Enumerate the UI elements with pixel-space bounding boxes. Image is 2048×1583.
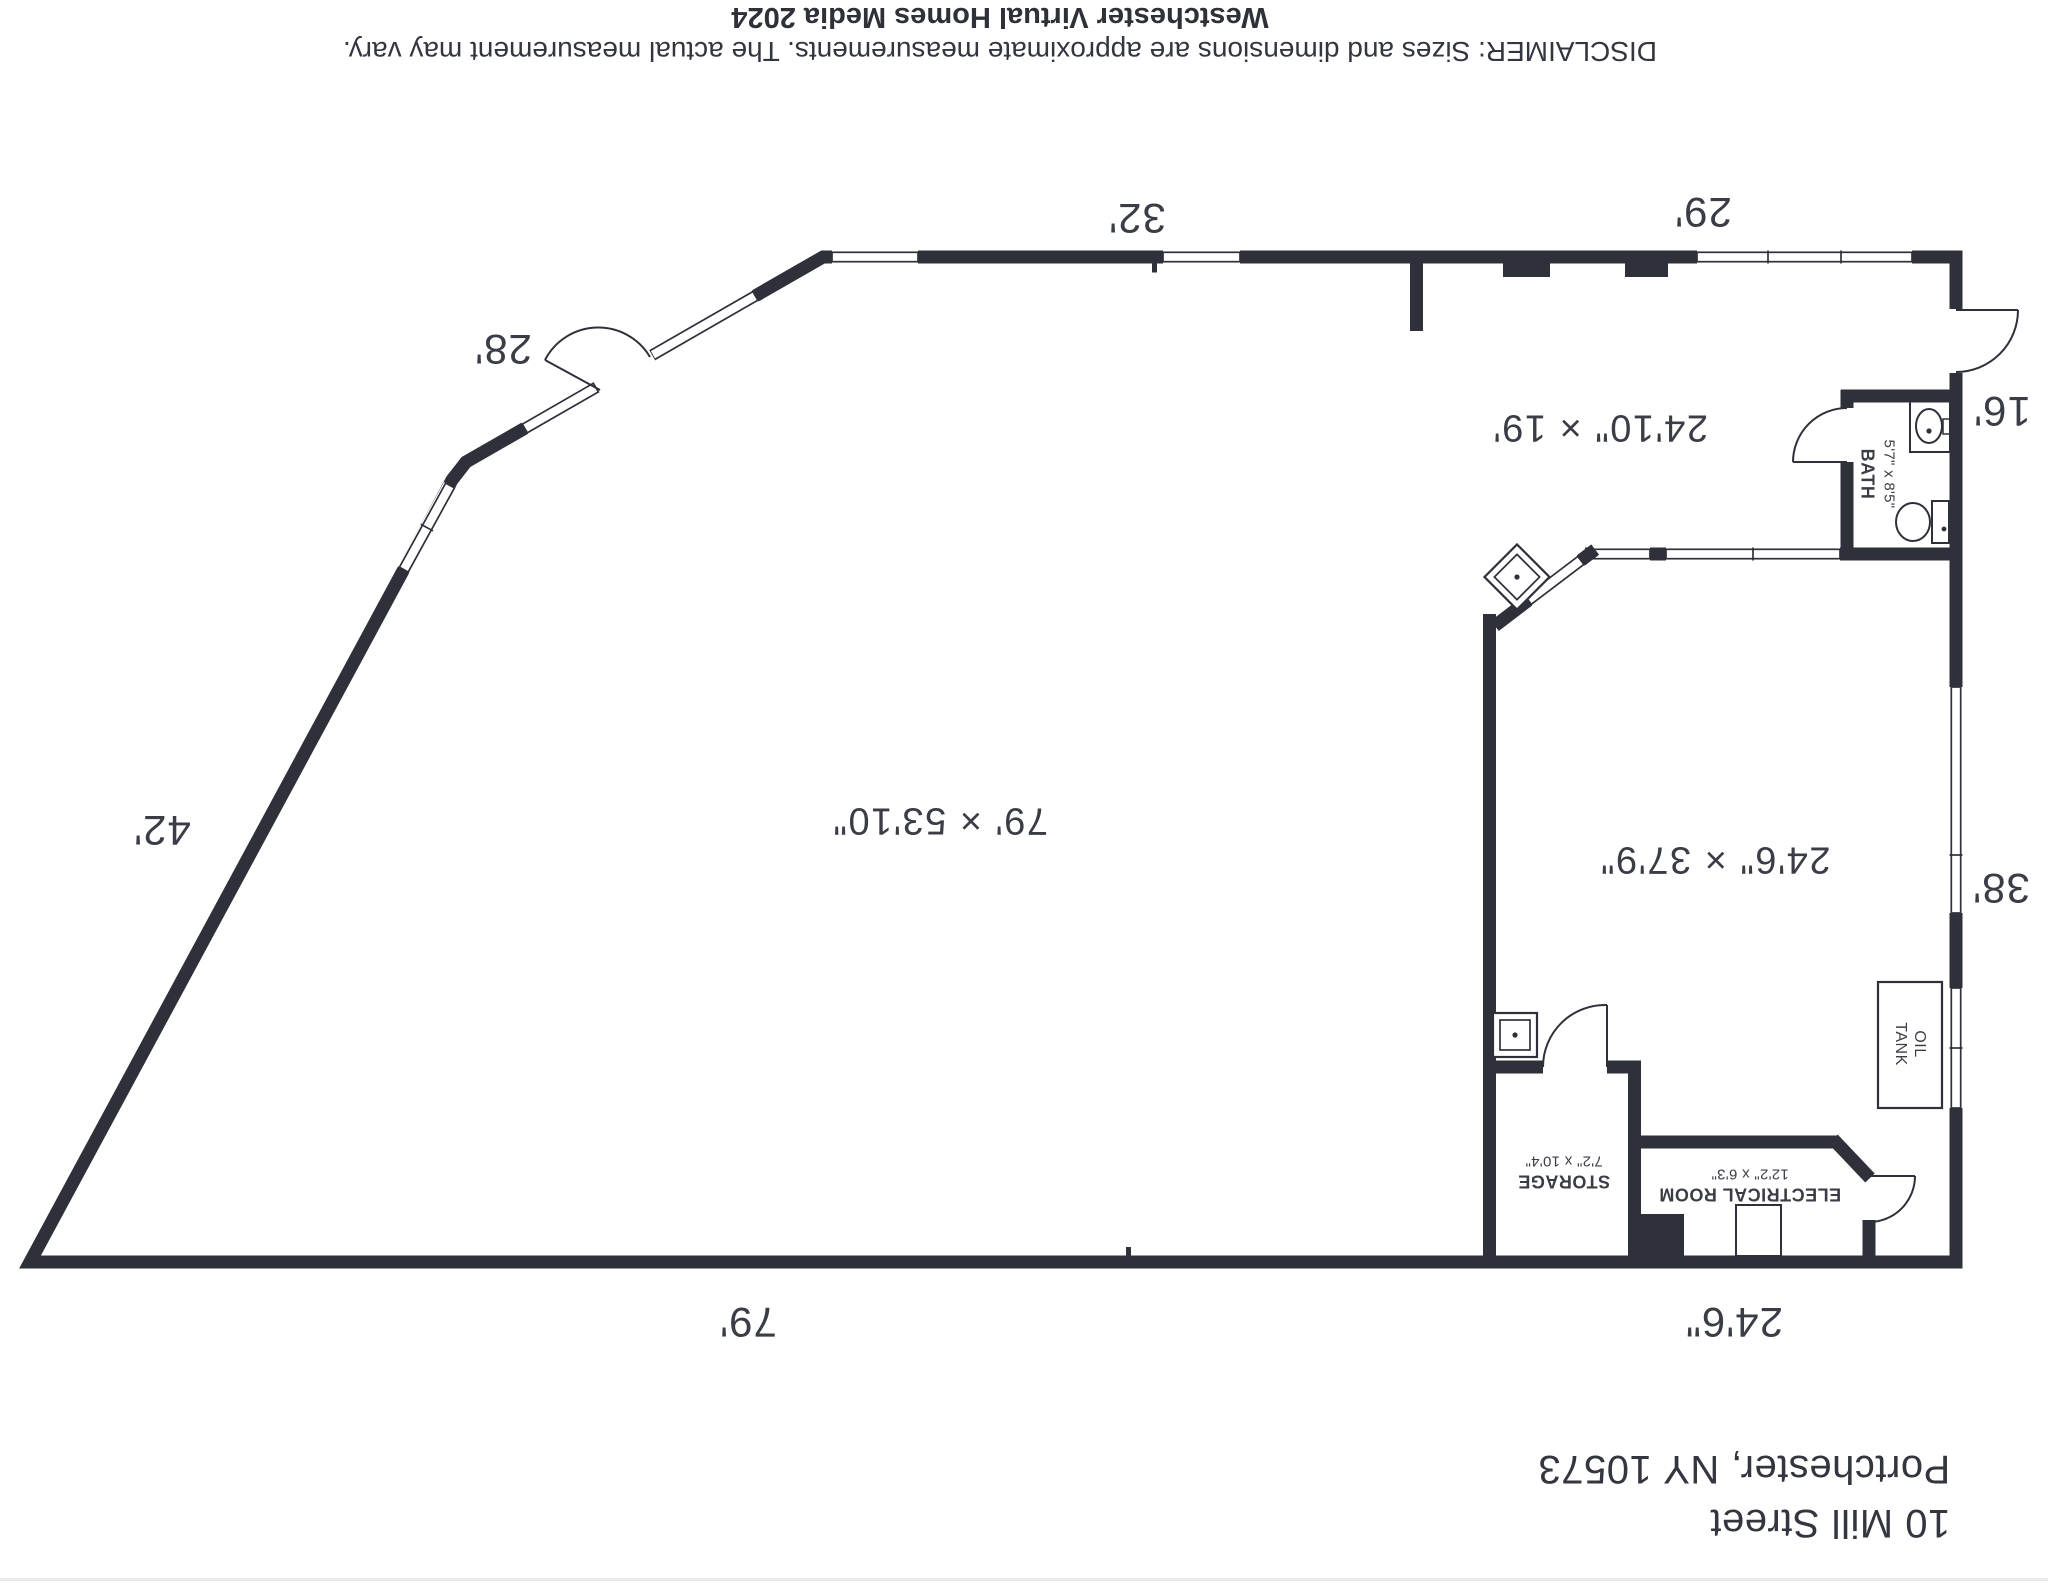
image-bottom-edge [0, 1578, 2048, 1581]
window [1162, 250, 1241, 264]
door-arc [1542, 1003, 1608, 1068]
door-opening [592, 348, 656, 395]
door-arc [544, 326, 651, 391]
oil-tank-icon [1876, 980, 1944, 1110]
window [1696, 250, 1913, 264]
door-arc [1955, 309, 2019, 373]
wall-block [1625, 257, 1668, 277]
sink-icon [1491, 1011, 1539, 1059]
dimension-tick [1152, 263, 1157, 273]
sink-icon [1909, 399, 1951, 453]
window [397, 481, 457, 574]
door-opening [1949, 309, 1963, 373]
wall-block [1503, 257, 1550, 277]
wall-block [1628, 1214, 1684, 1262]
window [521, 381, 600, 435]
door-opening [1543, 1060, 1607, 1074]
window [1949, 686, 1963, 914]
door-arc [1792, 407, 1848, 463]
electrical-wall [1828, 1134, 1875, 1183]
dimension-tick [1126, 1247, 1131, 1256]
window [1524, 554, 1586, 606]
toilet-icon [1895, 500, 1950, 544]
window [1949, 987, 1963, 1109]
window [648, 289, 760, 362]
window [831, 250, 919, 264]
partition-stub [1410, 251, 1423, 331]
exterior-wall [19, 250, 1963, 1269]
door-arc [1868, 1175, 1916, 1223]
sink-icon [1482, 542, 1552, 612]
electrical-panel-icon [1735, 1204, 1782, 1257]
window [1665, 547, 1841, 561]
